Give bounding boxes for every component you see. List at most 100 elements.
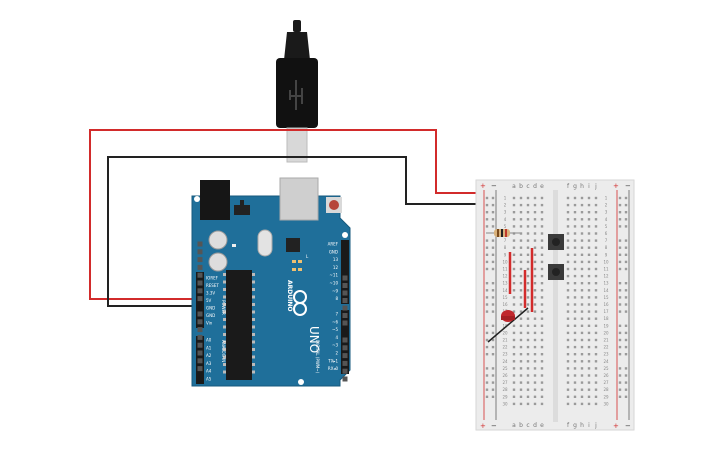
column-letter: c <box>526 422 529 429</box>
push-button-2[interactable] <box>548 264 564 280</box>
mount-hole <box>342 232 348 238</box>
rail-plus-top-right: + <box>613 182 619 190</box>
row-number: 21 <box>603 338 609 343</box>
row-number: 20 <box>502 330 508 335</box>
row-number: 26 <box>502 373 508 378</box>
column-letter: j <box>594 422 597 429</box>
row-number: 24 <box>603 359 609 364</box>
column-letter: b <box>519 422 523 429</box>
resistor[interactable] <box>486 229 520 237</box>
digital_bottom_pins-label: RX◂0 <box>328 366 339 371</box>
digital_bottom_pins-label: 4 <box>335 335 338 340</box>
analog-header-title: ANALOG IN <box>221 340 226 362</box>
red-led[interactable] <box>501 310 515 322</box>
row-number: 22 <box>603 345 609 350</box>
brand-label: ARDUINO <box>286 280 293 311</box>
arduino-logo <box>293 290 307 316</box>
digital_top_pins-label: ~11 <box>330 273 339 278</box>
analog_pins-label: A4 <box>206 369 212 374</box>
digital_bottom_pins-label: TX▸1 <box>327 358 338 363</box>
row-number: 7 <box>504 238 507 243</box>
power_pins-label: GND <box>206 306 215 311</box>
row-number: 30 <box>502 401 508 406</box>
power-header-title: POWER <box>221 300 226 315</box>
row-number: 16 <box>502 302 508 307</box>
column-letter: h <box>580 183 584 190</box>
row-number: 22 <box>502 345 508 350</box>
power-jack <box>200 180 230 220</box>
row-number: 1 <box>605 196 608 201</box>
row-number: 19 <box>603 323 609 328</box>
capacitor <box>208 252 228 272</box>
row-number: 26 <box>603 373 609 378</box>
l-led-label: L <box>306 254 309 259</box>
arduino-uno-board[interactable]: IOREFRESET3.3V5VGNDGNDVinA0A1A2A3A4A5ARE… <box>191 177 351 387</box>
row-number: 5 <box>504 224 507 229</box>
digital-header-title: DIGITAL (PWM~) <box>315 340 320 374</box>
ground-wire[interactable] <box>107 156 494 307</box>
row-number: 16 <box>603 302 609 307</box>
column-letter: h <box>580 422 584 429</box>
usb-cable[interactable] <box>276 20 318 163</box>
rail-plus-bottom-right: + <box>613 422 619 430</box>
row-number: 23 <box>502 352 508 357</box>
row-number: 23 <box>603 352 609 357</box>
row-number: 19 <box>502 323 508 328</box>
column-letter: d <box>533 183 537 190</box>
digital_top_pins-label: ~9 <box>332 288 338 293</box>
digital-header-top[interactable] <box>341 240 349 304</box>
usb-symbol-icon <box>289 80 303 110</box>
row-number: 9 <box>605 252 608 257</box>
row-number: 15 <box>603 295 609 300</box>
row-number: 25 <box>603 366 609 371</box>
breadboard[interactable]: 1122334455667788991010111112121313141415… <box>475 179 635 431</box>
column-letter: g <box>573 183 577 190</box>
row-number: 28 <box>502 387 508 392</box>
atmega-chip <box>226 270 252 380</box>
push-button-1[interactable] <box>548 234 564 250</box>
rail-minus-top-left: − <box>491 182 497 190</box>
column-letter: f <box>567 422 570 429</box>
row-number: 29 <box>502 394 508 399</box>
row-number: 4 <box>605 217 608 222</box>
power_pins-label: IOREF <box>206 276 219 281</box>
row-number: 30 <box>603 401 609 406</box>
column-letter: g <box>573 422 577 429</box>
reset-button-cap <box>329 200 339 210</box>
voltage-regulator <box>234 205 250 215</box>
row-number: 20 <box>603 330 609 335</box>
jumper-wire-black[interactable] <box>487 307 529 343</box>
digital_bottom_pins-label: ~3 <box>332 343 338 348</box>
rail-minus-top-right: − <box>625 182 631 190</box>
row-number: 1 <box>504 196 507 201</box>
row-number: 11 <box>502 267 508 272</box>
digital_top_pins-label: 8 <box>335 296 338 301</box>
row-number: 12 <box>603 274 609 279</box>
crystal <box>257 229 273 257</box>
row-number: 10 <box>502 259 508 264</box>
power_pins-label: 3.3V <box>206 291 215 296</box>
digital_bottom_pins-label: ~6 <box>332 319 338 324</box>
indicator-led <box>292 268 296 271</box>
digital_top_pins-label: 12 <box>333 265 339 270</box>
model-label: UNO <box>307 326 321 353</box>
digital_bottom_pins-label: ~5 <box>332 327 338 332</box>
column-letter: i <box>588 183 590 190</box>
column-letter: a <box>512 183 516 190</box>
indicator-led <box>298 260 302 263</box>
analog_pins-label: A0 <box>206 338 212 343</box>
row-number: 6 <box>605 231 608 236</box>
digital_bottom_pins-label: 2 <box>335 351 338 356</box>
power_pins-label: Vin <box>206 321 213 326</box>
row-number: 25 <box>502 366 508 371</box>
rail-plus-bottom-left: + <box>480 422 486 430</box>
row-number: 8 <box>504 245 507 250</box>
row-number: 4 <box>504 217 507 222</box>
indicator-led <box>292 260 296 263</box>
rail-plus-top-left: + <box>480 182 486 190</box>
column-letter: e <box>540 422 544 429</box>
indicator-led <box>298 268 302 271</box>
column-letter: a <box>512 422 516 429</box>
analog_pins-label: A3 <box>206 361 212 366</box>
